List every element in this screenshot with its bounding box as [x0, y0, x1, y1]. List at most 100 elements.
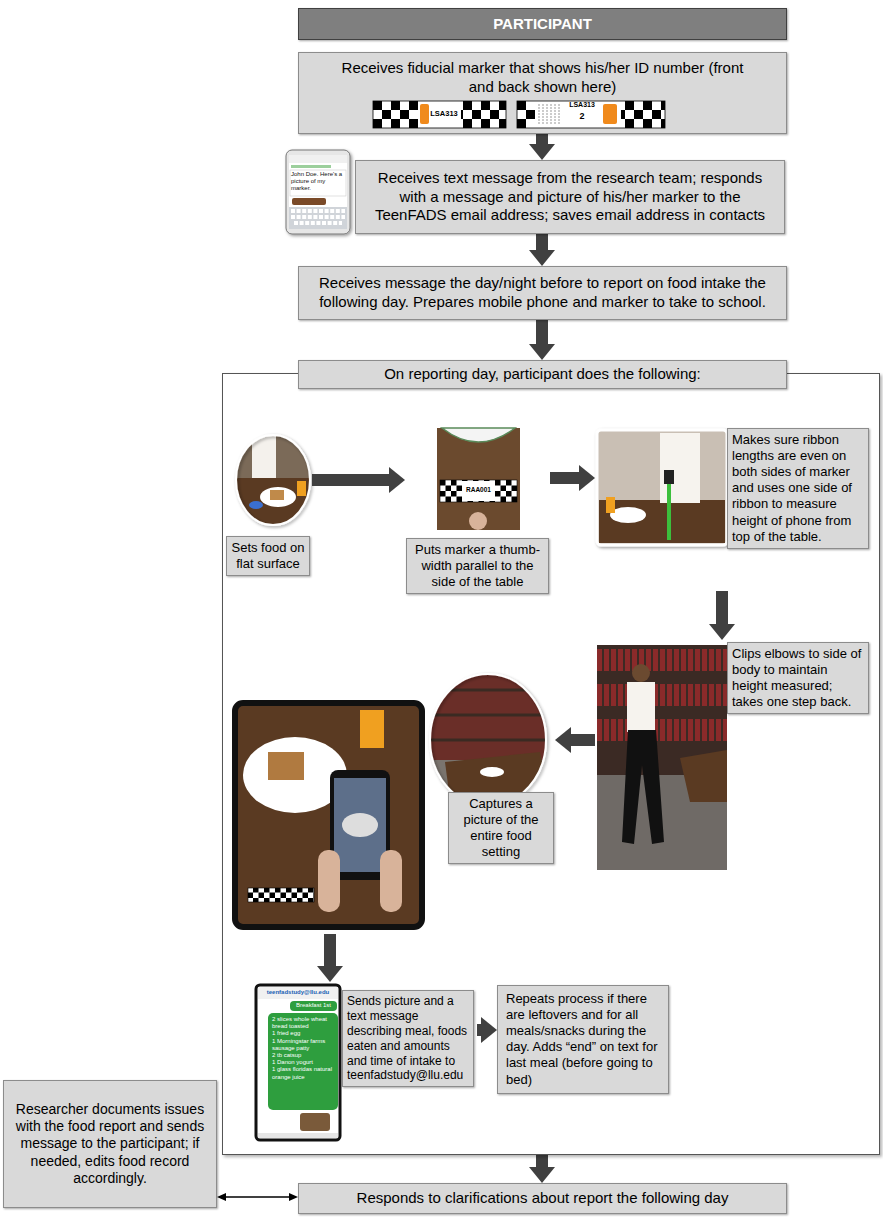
sms-text: 1 fried egg — [272, 1030, 334, 1037]
marker-id: LSA313 — [429, 109, 459, 118]
phone — [664, 470, 674, 484]
logo — [603, 104, 617, 124]
step-node: Captures a picture of the entire food se… — [230, 672, 555, 934]
checker — [373, 101, 418, 128]
phone-body — [286, 150, 350, 234]
step-node: Makes sure ribbon lengths are even on bo… — [595, 426, 870, 591]
marker-outline — [517, 101, 665, 128]
caption-box: Captures a picture of the entire food se… — [448, 792, 554, 864]
photo-marker-placement — [437, 428, 520, 530]
books — [597, 660, 727, 730]
node-text: Researcher documents issues with the foo… — [12, 1101, 208, 1188]
toast — [268, 752, 304, 780]
phone-header — [289, 155, 347, 163]
plate — [610, 507, 646, 523]
keyboard — [289, 207, 347, 229]
marker-front — [373, 101, 506, 128]
sms-bubble-text: 2 slices whole wheat bread toasted1 frie… — [272, 1016, 334, 1081]
phone-body — [256, 985, 340, 1140]
person-shirt — [660, 433, 700, 503]
juice-glass — [606, 497, 615, 513]
block-arrow — [477, 1024, 481, 1036]
plate — [480, 767, 504, 777]
process-box: Responds to clarifications about report … — [298, 1183, 787, 1214]
juice-glass — [297, 481, 306, 496]
hand — [380, 850, 402, 912]
marker-picture — [292, 198, 326, 205]
table — [599, 500, 725, 543]
process-box: Repeats process if there are leftovers a… — [497, 985, 669, 1094]
phone-screen — [289, 155, 347, 229]
marker-center — [462, 481, 495, 501]
bookcase — [428, 672, 550, 808]
block-arrow — [536, 320, 548, 344]
node-text: Receives text message from the research … — [364, 169, 776, 225]
thumb — [469, 512, 487, 530]
plate — [442, 428, 515, 442]
node-text: Puts marker a thumb-width parallel to th… — [411, 542, 544, 590]
marker-id: LSA313 — [564, 101, 600, 109]
screen-plate — [342, 813, 378, 837]
step-node: Puts marker a thumb-width parallel to th… — [405, 425, 550, 622]
plate — [260, 487, 296, 507]
recipient-field — [291, 165, 331, 168]
yogurt — [249, 501, 263, 509]
block-arrow — [536, 134, 548, 144]
caption-box: Clips elbows to side of body to maintain… — [727, 642, 869, 714]
caption-box: Puts marker a thumb-width parallel to th… — [406, 538, 549, 594]
marker-center — [535, 101, 621, 128]
photo-frame — [236, 435, 310, 525]
juice-glass — [360, 710, 384, 748]
node-text: Receives fiducial marker that shows his/… — [333, 59, 753, 96]
node-text: Captures a picture of the entire food se… — [453, 796, 549, 860]
ribbon — [667, 484, 671, 540]
block-arrow — [536, 1155, 548, 1167]
node-text: Repeats process if there are leftovers a… — [506, 991, 660, 1088]
person-shirt — [627, 682, 655, 732]
table — [680, 750, 727, 802]
phone-screenshot — [286, 150, 350, 234]
double-arrow — [226, 1196, 289, 1198]
step-node: Sets food on flat surface — [224, 430, 312, 582]
sms-text: John Doe. Here's a picture of my marker. — [291, 171, 345, 193]
phone-screenshot — [256, 985, 340, 1140]
sms-bubble — [268, 1013, 338, 1110]
node-text: Receives message the day/night before to… — [307, 274, 778, 311]
photo-ribbon-measure — [597, 430, 727, 545]
block-arrow — [571, 734, 595, 746]
keyboard-keys — [291, 211, 345, 223]
hand — [318, 850, 340, 912]
marker-id: RAA001 — [462, 486, 495, 494]
bookcase — [597, 645, 727, 870]
photo-step-back — [597, 645, 727, 870]
heading-box: On reporting day, participant does the f… — [298, 360, 787, 389]
marker-center — [418, 101, 461, 128]
block-arrow — [716, 591, 728, 624]
sms-text: Breakfast 1st — [291, 1002, 336, 1009]
photo-phone-capture — [235, 703, 422, 927]
header-bar: PARTICIPANT — [298, 8, 787, 40]
sms-text: 2 slices whole wheat bread toasted — [272, 1016, 334, 1030]
block-arrow — [536, 234, 548, 250]
person-legs — [622, 730, 664, 844]
sms-text: 1 Danon yogurt — [272, 1059, 334, 1066]
photo-frame — [597, 430, 727, 545]
message-field — [290, 170, 346, 196]
fine-print — [539, 104, 559, 125]
fiducial-marker — [440, 480, 517, 502]
caption-box: Makes sure ribbon lengths are even on bo… — [727, 428, 869, 549]
block-arrow — [550, 472, 579, 484]
table — [437, 428, 520, 530]
step-node: Clips elbows to side of body to maintain… — [595, 640, 870, 872]
block-arrow — [312, 474, 389, 486]
caption-box: Sends picture and a text message describ… — [342, 990, 474, 1087]
process-box: Receives message the day/night before to… — [298, 266, 787, 320]
process-box: Receives text message from the research … — [355, 160, 785, 234]
reporting-day-frame: Sets food on flat surface Puts marker a t… — [222, 360, 880, 1155]
caption-box: Sets food on flat surface — [226, 536, 310, 576]
node-text: Sends picture and a text message describ… — [347, 994, 469, 1083]
researcher-box: Researcher documents issues with the foo… — [3, 1080, 217, 1208]
node-text: Responds to clarifications about report … — [357, 1189, 729, 1208]
person-head — [632, 664, 650, 682]
